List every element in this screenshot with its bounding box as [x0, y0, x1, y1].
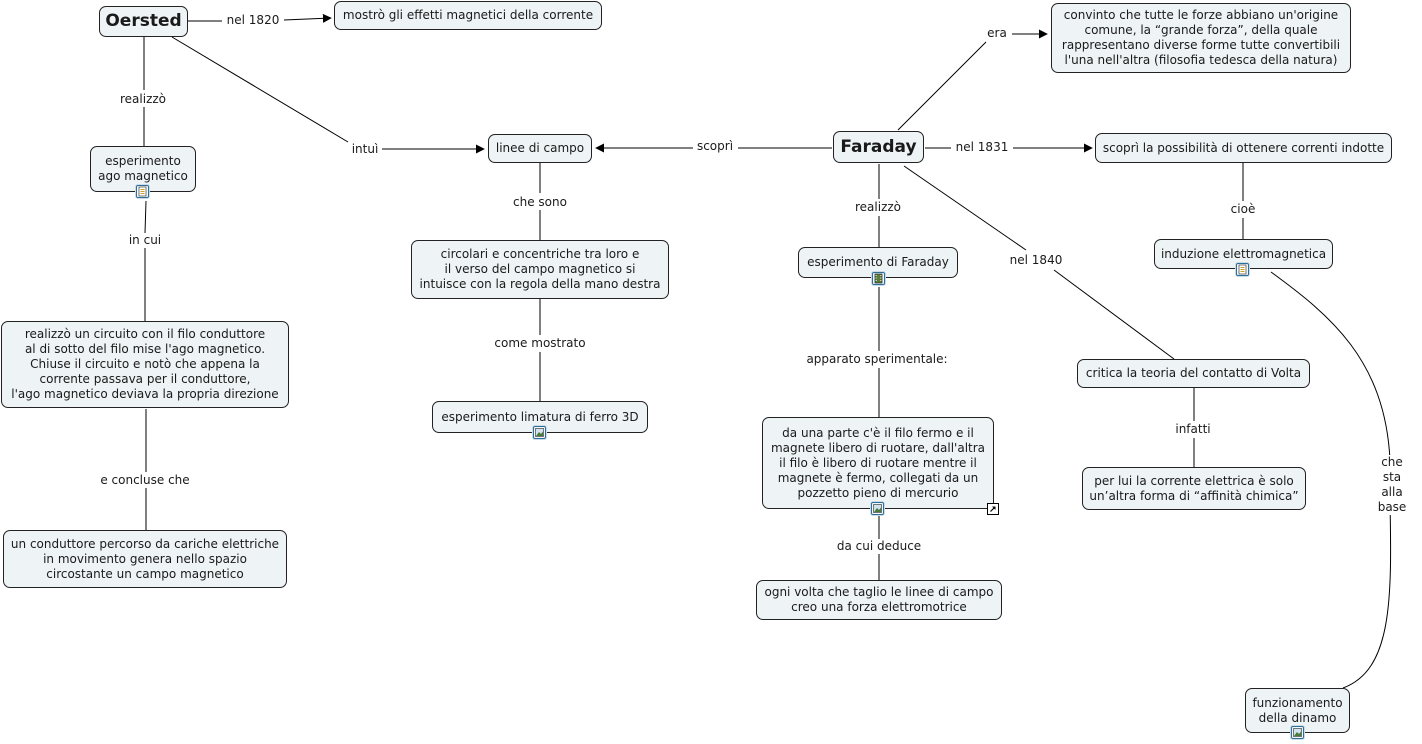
concept-dinamo[interactable]: funzionamento della dinamo [1245, 688, 1350, 733]
image-icon[interactable] [1291, 726, 1304, 739]
link-label-nel-1840: nel 1840 [1006, 253, 1066, 267]
concept-oersted[interactable]: Oersted [99, 6, 188, 37]
link-label-che-sta-alla-base: che sta alla base [1374, 455, 1410, 515]
link-label-intui: intuì [348, 142, 382, 156]
link-label-realizzo-oersted: realizzò [116, 92, 170, 106]
link-label-apparato-sperimentale: apparato sperimentale: [803, 352, 951, 366]
concept-correnti-indotte[interactable]: scoprì la possibilità di ottenere corren… [1095, 133, 1392, 163]
concept-oersted-effetti[interactable]: mostrò gli effetti magnetici della corre… [334, 1, 602, 30]
link-label-come-mostrato: come mostrato [491, 336, 589, 350]
link-label-nel-1820: nel 1820 [223, 13, 283, 27]
concept-esperimento-faraday[interactable]: esperimento di Faraday [798, 247, 958, 278]
link-label-in-cui: in cui [125, 233, 165, 247]
image-icon[interactable] [871, 502, 884, 515]
document-icon[interactable] [1236, 263, 1249, 276]
link-label-infatti: infatti [1172, 422, 1214, 436]
link-label-e-concluse: e concluse che [97, 473, 193, 487]
document-icon[interactable] [136, 185, 149, 198]
concept-linee-di-campo[interactable]: linee di campo [488, 134, 592, 163]
concept-critica-volta[interactable]: critica la teoria del contatto di Volta [1077, 359, 1310, 388]
concept-affinita-chimica[interactable]: per lui la corrente elettrica è solo un’… [1082, 467, 1306, 510]
concept-faraday[interactable]: Faraday [833, 131, 924, 163]
link-label-cioe: cioè [1227, 202, 1259, 216]
concept-convinto[interactable]: convinto che tutte le forze abbiano un'o… [1051, 3, 1351, 73]
link-label-che-sono: che sono [510, 195, 570, 209]
link-label-realizzo-faraday: realizzò [851, 200, 905, 214]
video-icon[interactable] [872, 272, 885, 285]
link-label-scopri: scoprì [693, 139, 737, 153]
concept-conduttore[interactable]: un conduttore percorso da cariche elettr… [3, 530, 287, 588]
concept-circuito[interactable]: realizzò un circuito con il filo condutt… [1, 321, 289, 408]
link-label-nel-1831: nel 1831 [952, 140, 1012, 154]
image-icon[interactable] [533, 426, 546, 439]
concept-circolari[interactable]: circolari e concentriche tra loro e il v… [411, 240, 669, 299]
external-link-icon[interactable] [987, 503, 999, 515]
link-label-era: era [984, 26, 1010, 40]
link-label-da-cui-deduce: da cui deduce [833, 539, 925, 553]
concept-forza-elettromotrice[interactable]: ogni volta che taglio le linee di campo … [756, 580, 1002, 620]
concept-apparato[interactable]: da una parte c'è il filo fermo e il magn… [762, 417, 994, 509]
